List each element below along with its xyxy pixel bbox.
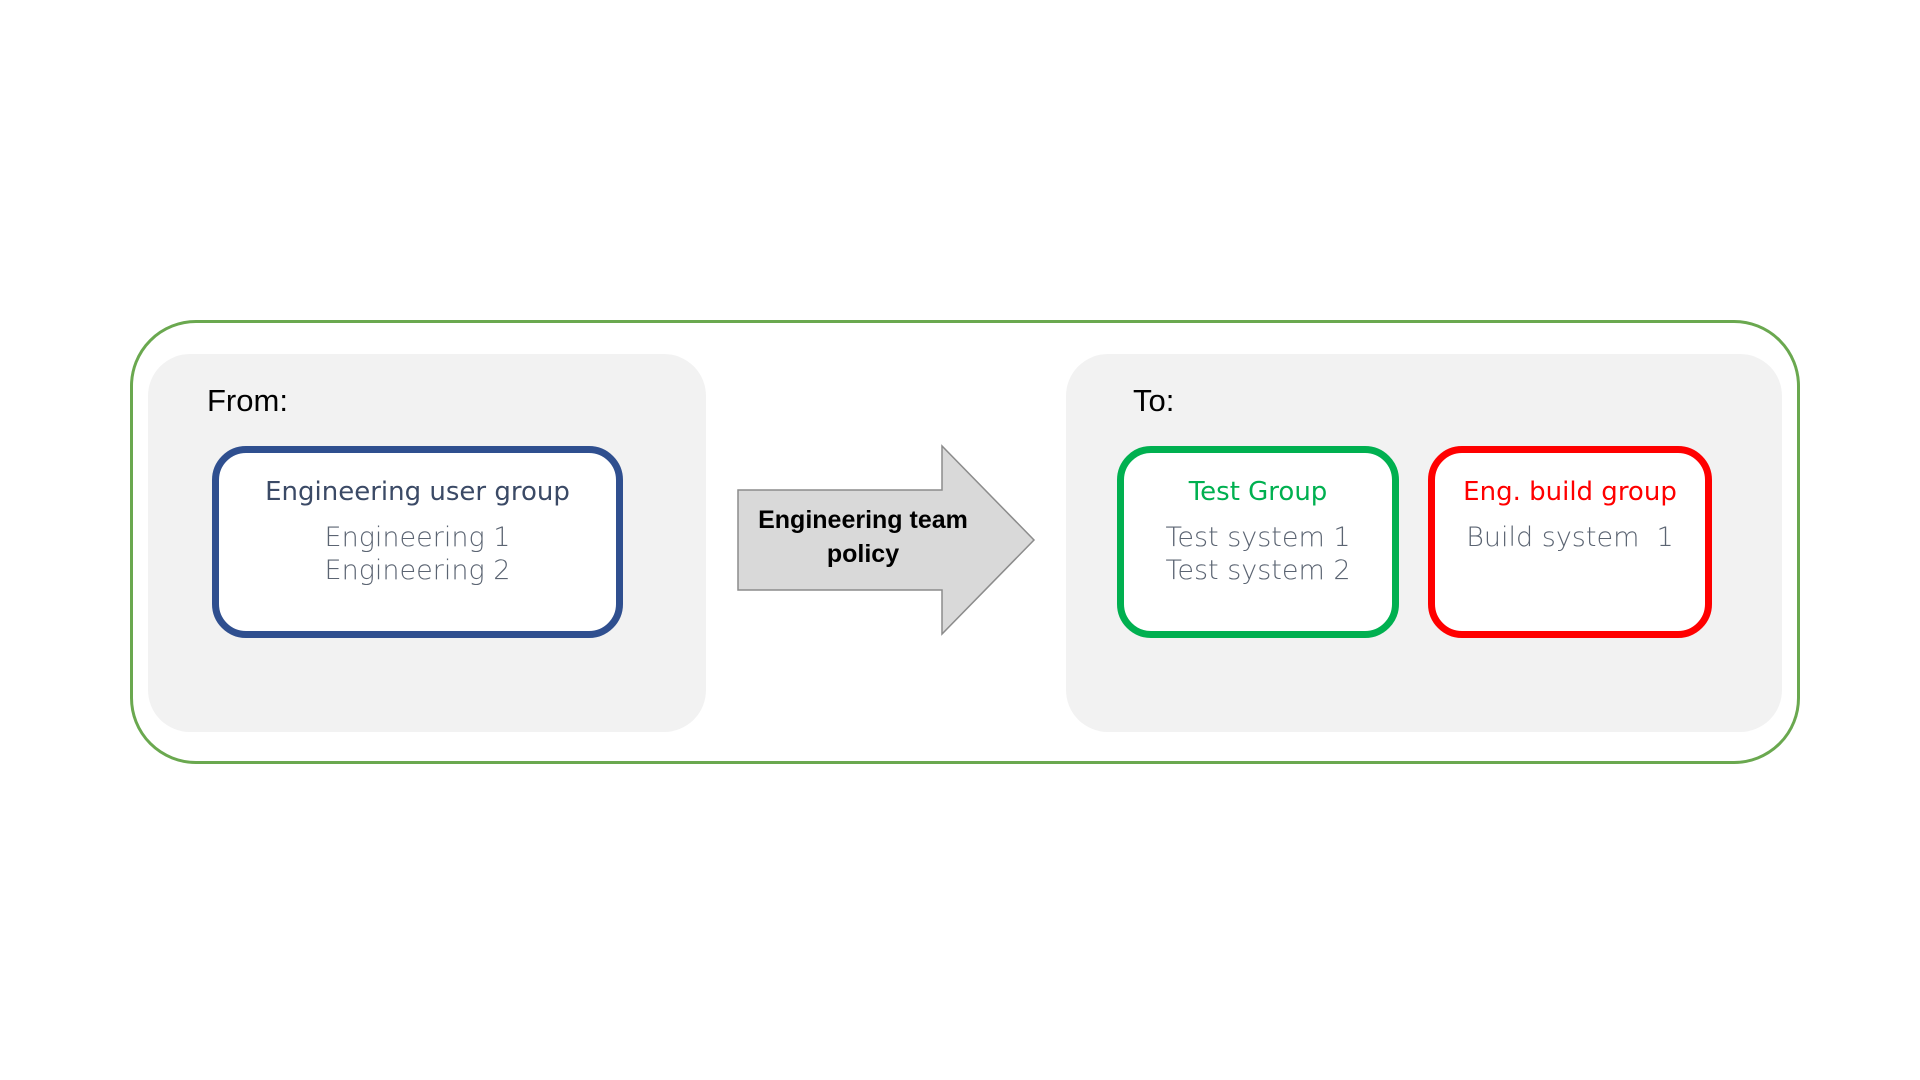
group-members: Build system 1 (1435, 521, 1705, 554)
policy-label: Engineering team policy (758, 506, 968, 568)
to-label: To: (1133, 383, 1175, 418)
group-member: Test system 2 (1165, 555, 1351, 586)
group-title: Engineering user group (265, 477, 570, 507)
group-title: Test Group (1188, 477, 1328, 507)
group-title: Eng. build group (1463, 477, 1677, 507)
group-members: Engineering 1 Engineering 2 (219, 521, 616, 587)
group-member: Engineering 2 (324, 555, 511, 586)
eng-build-group-box: Eng. build group Build system 1 (1428, 446, 1712, 638)
from-label: From: (207, 383, 288, 418)
group-member: Engineering 1 (324, 522, 511, 553)
policy-frame (130, 320, 1800, 764)
group-member: Build system 1 (1466, 522, 1674, 553)
policy-arrow (737, 444, 1036, 636)
test-group-box: Test Group Test system 1 Test system 2 (1117, 446, 1399, 638)
group-members: Test system 1 Test system 2 (1124, 521, 1392, 587)
arrow-shape (737, 444, 1036, 636)
group-member: Test system 1 (1165, 522, 1351, 553)
engineering-user-group-box: Engineering user group Engineering 1 Eng… (212, 446, 623, 638)
